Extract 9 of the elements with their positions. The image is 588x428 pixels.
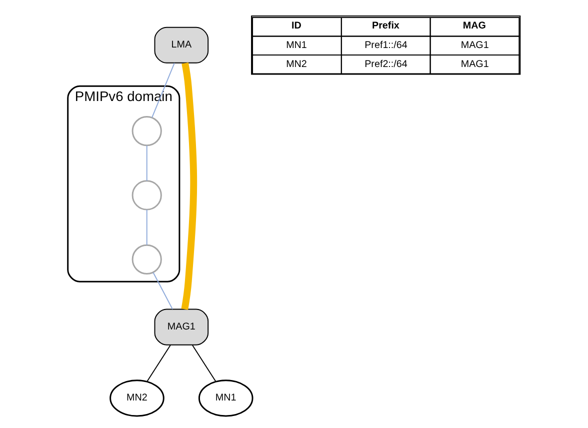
label: Pref1::/64: [364, 40, 408, 52]
label: MAG1: [460, 40, 489, 52]
label: MAG1: [460, 58, 489, 70]
label: MAG: [462, 20, 486, 32]
label: Prefix: [372, 20, 400, 32]
label: MN2: [286, 58, 307, 70]
label: Pref2::/64: [364, 58, 408, 70]
label: ID: [292, 20, 302, 32]
label: MN1: [286, 40, 307, 52]
